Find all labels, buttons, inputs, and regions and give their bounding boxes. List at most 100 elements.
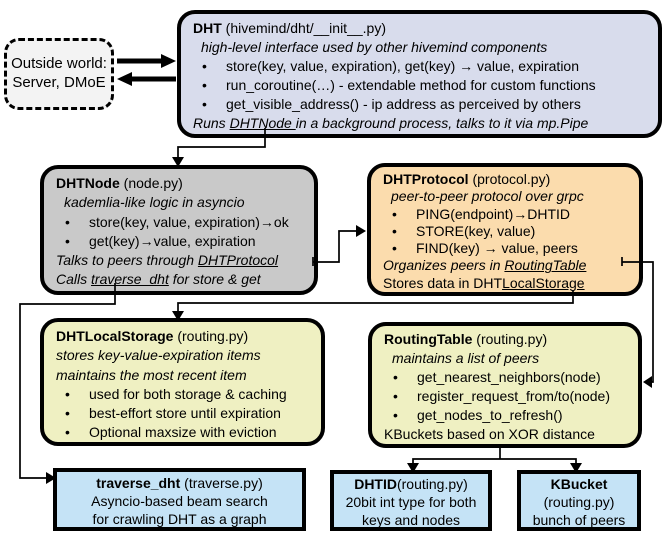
line-content: (routing.py) xyxy=(543,493,615,510)
line-content: 20bit int type for both xyxy=(345,493,477,510)
line-content: PING(endpoint)→DHTID xyxy=(416,205,571,222)
line-content: get_nodes_to_refresh() xyxy=(417,407,563,423)
line-content: high-level interface used by other hivem… xyxy=(201,39,548,55)
text-line: high-level interface used by other hivem… xyxy=(193,38,652,57)
line-content: Outside world: xyxy=(11,55,107,72)
bullet-marker: • xyxy=(393,407,398,423)
line-content: get_nearest_neighbors(node) xyxy=(417,369,601,385)
line-content: Talks to peers through DHTProtocol xyxy=(56,252,279,269)
line-content: run_coroutine(…) - extendable method for… xyxy=(226,77,596,93)
bullet-marker: • xyxy=(65,213,70,230)
line-content: peer-to-peer protocol over grpc xyxy=(391,188,584,205)
text-line: maintains a list of peers xyxy=(384,349,634,368)
text-line: • store(key, value, expiration)→ok xyxy=(56,213,310,232)
arrowhead-into-routingtable xyxy=(643,376,652,388)
text-line: Outside world: xyxy=(7,54,111,73)
text-line: Calls traverse_dht for store & get xyxy=(56,270,310,289)
bullet-marker: • xyxy=(65,385,70,402)
line-content: register_request_from/to(node) xyxy=(417,388,610,404)
text-line: Asyncio-based beam search xyxy=(57,493,302,511)
text-line: KBuckets based on XOR distance xyxy=(384,425,634,444)
text-line: • used for both storage & caching xyxy=(56,385,317,404)
text-line: • PING(endpoint)→DHTID xyxy=(383,206,635,223)
text-line: • best-effort store until expiration xyxy=(56,404,317,423)
text-line: DHTLocalStorage (routing.py) xyxy=(56,327,317,346)
text-line: (routing.py) xyxy=(521,494,637,512)
line-content: store(key, value, expiration)→ok xyxy=(89,213,289,230)
line-content: traverse_dht (traverse.py) xyxy=(96,475,263,491)
text-line: Runs DHTNode in a background process, ta… xyxy=(193,114,652,133)
line-content: get_visible_address() - ip address as pe… xyxy=(226,96,581,112)
bullet-marker: • xyxy=(65,424,70,441)
text-line: RoutingTable (routing.py) xyxy=(384,330,634,349)
line-content: KBucket xyxy=(550,476,608,492)
line-content: Runs DHTNode in a background process, ta… xyxy=(193,115,589,131)
text-line: • get_nearest_neighbors(node) xyxy=(384,368,634,387)
bullet-marker: • xyxy=(392,240,397,257)
kbucket-box: KBucket(routing.py) bunch of peers xyxy=(517,470,641,531)
line-content: Server, DMoE xyxy=(12,74,106,91)
line-content: STORE(key, value) xyxy=(416,222,536,239)
line-content: Optional maxsize with eviction xyxy=(89,424,277,441)
line-content: used for both storage & caching xyxy=(89,385,287,402)
text-line: 20bit int type for both xyxy=(334,494,488,512)
bullet-marker: • xyxy=(65,232,70,249)
connector-dhtnode-to-dhtprotocol xyxy=(312,230,357,266)
line-content: FIND(key) → value, peers xyxy=(416,240,578,257)
routingtable-box: RoutingTable (routing.py) maintains a lis… xyxy=(368,322,642,448)
arrowhead-into-dhtprotocol xyxy=(356,225,366,237)
text-line: • STORE(key, value) xyxy=(383,223,635,240)
text-line: traverse_dht (traverse.py) xyxy=(57,475,302,493)
text-line: Server, DMoE xyxy=(7,73,111,92)
text-line: • run_coroutine(…) - extendable method fo… xyxy=(193,76,652,95)
arrow-dht-to-outside xyxy=(117,72,176,86)
bullet-marker: • xyxy=(202,96,207,112)
text-line: peer-to-peer protocol over grpc xyxy=(383,188,635,205)
text-line: Organizes peers in RoutingTable xyxy=(383,257,635,274)
connector-routingtable-to-leaves xyxy=(412,446,577,463)
line-content: keys and nodes xyxy=(361,511,461,528)
text-line: • get_nodes_to_refresh() xyxy=(384,406,634,425)
bullet-marker: • xyxy=(202,58,207,74)
line-content: Calls traverse_dht for store & get xyxy=(56,271,261,288)
bullet-marker: • xyxy=(202,77,207,93)
text-line: DHTNode (node.py) xyxy=(56,174,310,193)
text-line: • FIND(key) → value, peers xyxy=(383,240,635,257)
line-content: get(key)→value, expiration xyxy=(89,232,256,249)
dhtlocalstorage-box: DHTLocalStorage (routing.py) stores key-v… xyxy=(40,318,325,446)
arrow-outside-to-dht xyxy=(117,54,176,68)
bullet-marker: • xyxy=(392,222,397,239)
outside-world-box: Outside world: Server, DMoE xyxy=(4,38,114,110)
line-content: DHTProtocol (protocol.py) xyxy=(383,171,551,187)
text-line: bunch of peers xyxy=(521,512,637,530)
line-content: stores key-value-expiration items xyxy=(56,347,261,364)
text-line: stores key-value-expiration items xyxy=(56,346,317,365)
line-content: DHTNode (node.py) xyxy=(56,175,183,191)
text-line: • get_visible_address() - ip address as p… xyxy=(193,95,652,114)
bullet-marker: • xyxy=(393,369,398,385)
bullet-marker: • xyxy=(392,205,397,222)
dht-box: DHT (hivemind/dht/__init__.py)high-level… xyxy=(177,10,662,138)
text-line: • get(key)→value, expiration xyxy=(56,232,310,251)
line-content: RoutingTable (routing.py) xyxy=(384,331,548,347)
text-line: DHTID(routing.py) xyxy=(334,476,488,494)
line-content: Asyncio-based beam search xyxy=(91,492,268,509)
line-content: for crawling DHT as a graph xyxy=(92,510,267,527)
text-line: DHT (hivemind/dht/__init__.py) xyxy=(193,19,652,38)
line-content: maintains a list of peers xyxy=(392,350,540,366)
text-line: Talks to peers through DHTProtocol xyxy=(56,251,310,270)
line-content: kademlia-like logic in asyncio xyxy=(64,194,245,211)
text-line: • Optional maxsize with eviction xyxy=(56,423,317,442)
line-content: Organizes peers in RoutingTable xyxy=(383,257,587,274)
text-line: for crawling DHT as a graph xyxy=(57,511,302,529)
bullet-marker: • xyxy=(65,405,70,422)
line-content: KBuckets based on XOR distance xyxy=(384,426,595,442)
bullet-marker: • xyxy=(393,388,398,404)
text-line: kademlia-like logic in asyncio xyxy=(56,193,310,212)
dhtnode-box: DHTNode (node.py) kademlia-like logic in … xyxy=(40,165,318,295)
text-line: KBucket xyxy=(521,476,637,494)
line-content: best-effort store until expiration xyxy=(89,405,281,422)
line-content: DHTLocalStorage (routing.py) xyxy=(56,328,249,344)
text-line: •store(key, value, expiration), get(key)… xyxy=(193,57,652,76)
